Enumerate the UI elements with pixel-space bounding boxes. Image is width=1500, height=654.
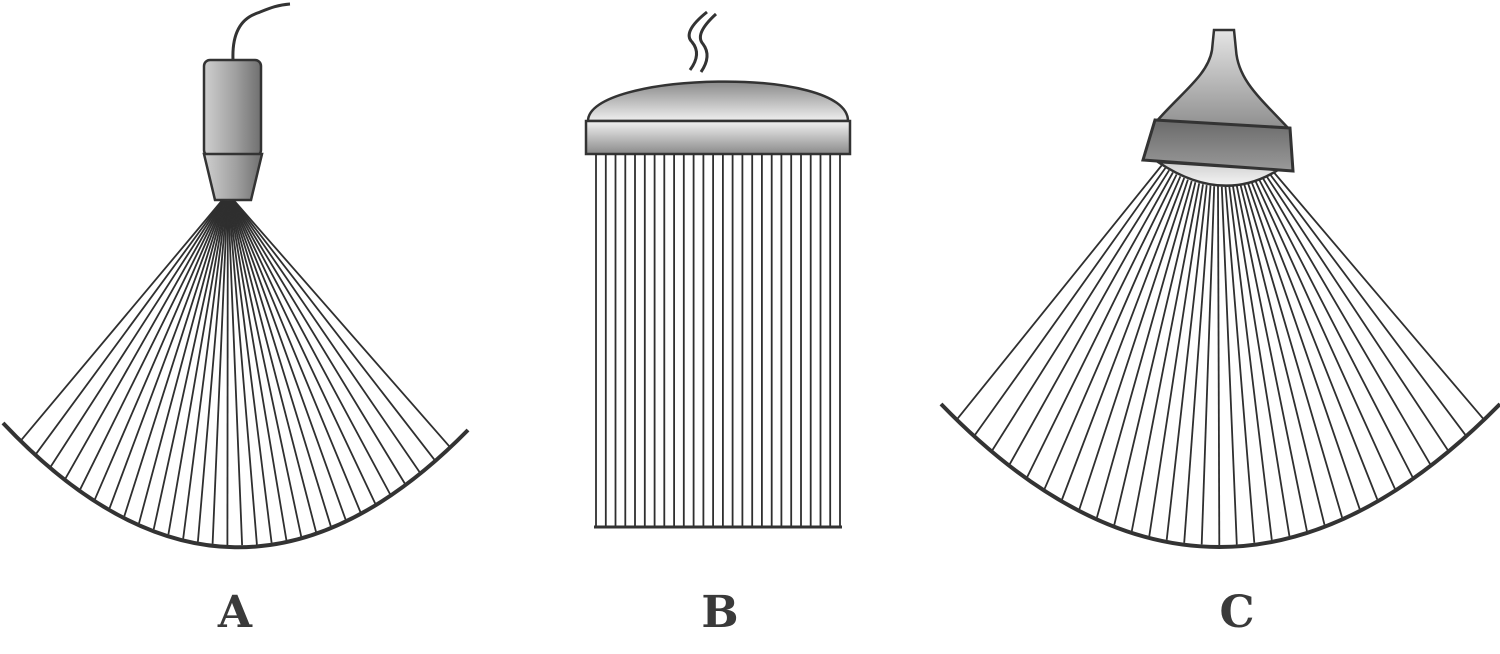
beam-line-c	[1262, 178, 1431, 465]
beam-line-a	[229, 200, 303, 537]
beam-line-a	[197, 200, 228, 542]
beam-line-a	[229, 200, 317, 533]
beam-line-c	[1250, 182, 1379, 500]
beam-line-a	[64, 200, 224, 479]
beam-line-c	[1183, 185, 1212, 543]
probe-a-cable	[231, 2, 291, 61]
beam-line-a	[123, 200, 226, 517]
beam-line-c	[974, 167, 1167, 436]
beam-line-c	[1258, 179, 1414, 478]
beam-line-c	[1043, 175, 1182, 490]
beam-line-c	[1254, 180, 1396, 490]
beam-line-c	[1078, 179, 1189, 510]
beam-line-c	[1130, 183, 1201, 532]
probe-b-dome	[586, 80, 850, 123]
beam-line-a	[108, 200, 226, 509]
probe-b-cable-2	[698, 12, 718, 73]
beam-line-a	[231, 200, 391, 495]
probe-b-cable-1	[687, 10, 708, 71]
probe-a-nozzle	[202, 152, 264, 202]
beam-line-c	[1096, 180, 1193, 518]
beam-line-a	[94, 200, 225, 500]
probe-b-parallel-beams	[595, 154, 841, 527]
beam-line-c	[1228, 186, 1273, 541]
beam-line-c	[1243, 184, 1343, 518]
beam-line-a	[233, 200, 436, 461]
beam-line-c	[1269, 174, 1467, 436]
beam-line-a	[230, 200, 347, 520]
beam-line-a	[230, 200, 362, 513]
beam-line-c	[1009, 172, 1174, 465]
beam-line-a	[233, 200, 450, 447]
beam-line-c	[1235, 185, 1308, 532]
panel-c-label: C	[1219, 587, 1255, 638]
panel-a-label: A	[217, 587, 253, 638]
beam-line-c	[1026, 174, 1178, 478]
beam-line-a	[227, 200, 243, 546]
beam-line-a	[167, 200, 227, 535]
beam-line-a	[138, 200, 226, 524]
beam-line-a	[231, 200, 377, 504]
beam-line-c	[1232, 186, 1291, 537]
beam-line-c	[1273, 172, 1484, 420]
beam-line-a	[211, 200, 229, 544]
beam-line-a	[182, 200, 228, 539]
probe-c-beam-fan	[956, 164, 1484, 546]
beam-line-a	[228, 200, 273, 543]
panel-c-convex-array	[939, 28, 1500, 549]
beam-line-c	[991, 169, 1170, 451]
beam-line-c	[1061, 177, 1186, 500]
beam-line-a	[230, 200, 332, 527]
beam-line-c	[956, 164, 1163, 420]
probe-c-funnel	[1153, 28, 1292, 130]
beam-line-c	[1148, 184, 1204, 537]
probe-c-arc	[939, 402, 1500, 549]
beam-line-c	[1220, 186, 1238, 545]
probe-c-band	[1141, 118, 1295, 173]
beam-line-a	[50, 200, 224, 467]
beam-line-a	[152, 200, 227, 530]
beam-line-c	[1247, 183, 1361, 510]
beam-line-c	[1200, 186, 1216, 545]
beam-line-c	[1239, 184, 1326, 526]
probe-a-handle	[202, 58, 263, 158]
beam-line-a	[232, 200, 406, 484]
beam-line-c	[1113, 181, 1197, 526]
beam-line-c	[1266, 176, 1449, 451]
beam-line-a	[35, 200, 223, 455]
beam-line-c	[1217, 186, 1221, 546]
beam-line-a	[227, 200, 258, 545]
beam-line-a	[20, 200, 223, 441]
probe-c-lens	[1153, 160, 1282, 187]
beam-line-a	[232, 200, 421, 473]
probe-a-arc	[1, 421, 470, 550]
panel-b-label: B	[701, 587, 739, 638]
beam-line-a	[228, 200, 288, 541]
probe-b-base	[584, 119, 852, 156]
panel-b-linear-array	[584, 10, 852, 529]
beam-line-a	[79, 200, 225, 490]
panel-a-pencil-probe	[1, 2, 470, 550]
probe-a-beam-fan	[20, 200, 450, 546]
beam-line-c	[1224, 186, 1256, 543]
beam-line-c	[1165, 184, 1208, 541]
